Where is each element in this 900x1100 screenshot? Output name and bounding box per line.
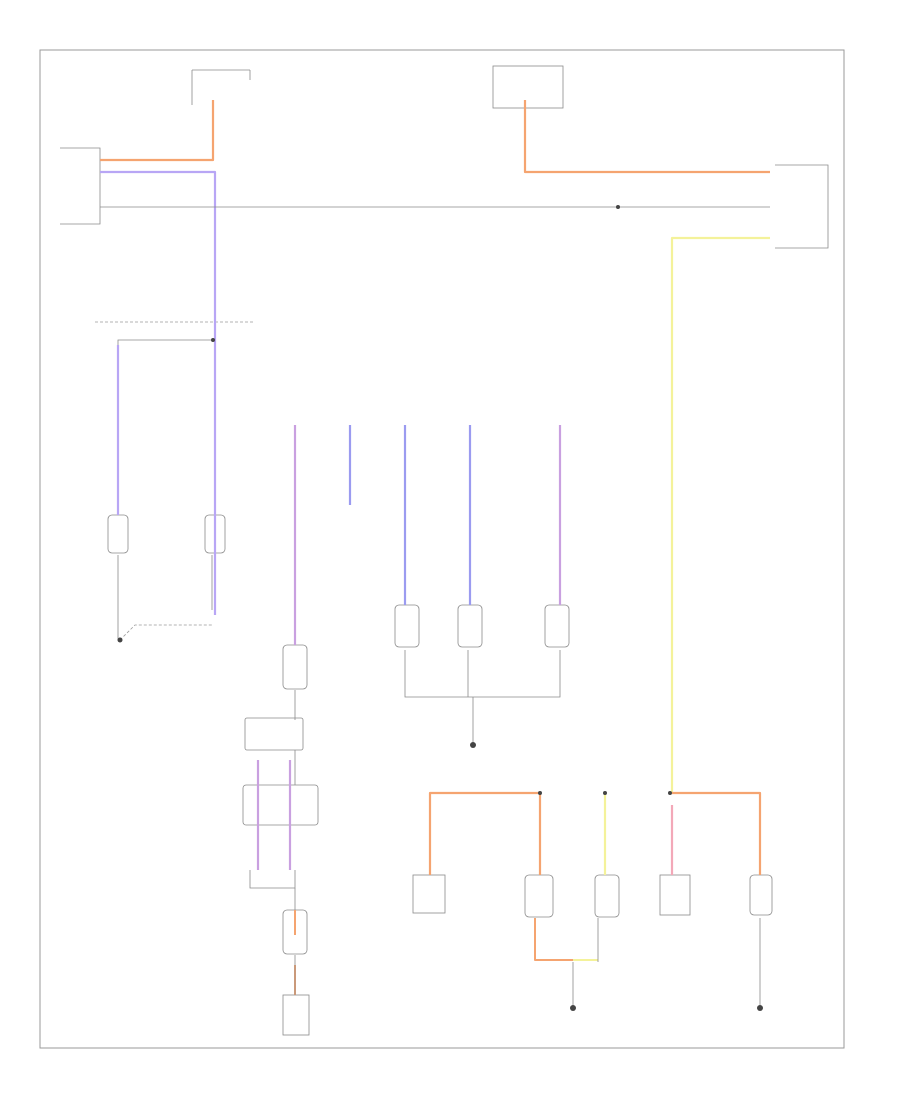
wire-group [100,100,770,995]
ground-point-mid [470,742,476,748]
switch-lower-2 [524,874,554,918]
switch-mid-2 [457,604,483,648]
ground-dashed-line-left [119,624,212,641]
splice-point-lower-c [668,791,672,795]
switch-mid-3 [544,604,570,648]
switch-center-b [244,717,304,751]
orange-wire-lower-row [428,791,542,875]
fuse-box-right-outline [492,65,564,109]
orange-wire-top-left [100,100,215,162]
ground-point-lower-right [757,1005,763,1011]
splice-point-lower [538,791,542,795]
orange-wire-ground-link [534,918,573,961]
gray-wires [100,206,770,1008]
switch-mid-1 [394,604,420,648]
splice-point-center [211,338,215,342]
diagram-frame [39,49,845,1049]
component-lower-1 [412,874,446,914]
violet-wire-main [100,170,217,615]
component-bottom-center [282,994,310,1036]
switch-lower-3 [594,874,620,918]
orange-wire-top-right [523,100,770,174]
fuse-box-left-outline [191,69,251,105]
switch-lower-5 [749,874,773,916]
component-lower-4 [659,874,691,916]
ground-point-lower-center [570,1005,576,1011]
splice-point-lower-b [603,791,607,795]
ground-point-left [117,637,123,643]
orange-wire-lower-right [672,791,762,875]
splice-point-top [616,205,620,209]
right-module-outline [775,164,829,249]
switch-center-c [242,784,319,826]
switch-center-a [282,644,308,690]
yellow-wire-right [670,236,770,793]
left-module-outline [60,147,101,225]
switch-left-a [107,514,129,554]
